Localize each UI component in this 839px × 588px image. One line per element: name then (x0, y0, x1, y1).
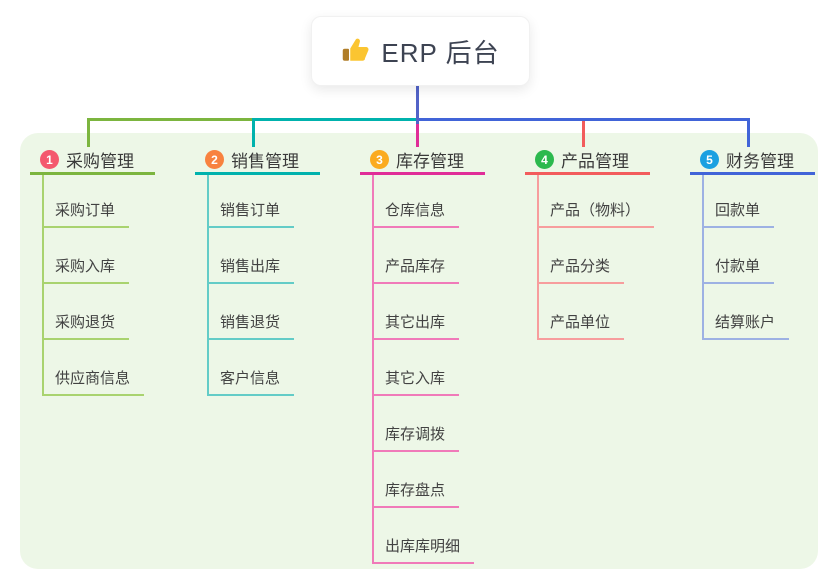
child-topic-row: 库存调拨 (372, 396, 520, 452)
child-topic-row: 客户信息 (207, 340, 355, 396)
connector-line (416, 121, 419, 147)
child-topic-row: 付款单 (702, 228, 839, 284)
branch-number-badge: 2 (205, 150, 224, 169)
branch-title[interactable]: 5 财务管理 (690, 147, 815, 175)
child-topic-row: 产品（物料） (537, 175, 685, 228)
branch-number-badge: 3 (370, 150, 389, 169)
child-topic-row: 库存盘点 (372, 452, 520, 508)
root-node[interactable]: ERP 后台 (311, 16, 530, 86)
connector-line (416, 84, 419, 124)
connector-line (747, 118, 750, 147)
child-topic[interactable]: 销售出库 (207, 255, 295, 284)
child-topic-row: 销售出库 (207, 228, 355, 284)
child-topic-row: 采购订单 (42, 175, 190, 228)
child-topic[interactable]: 结算账户 (702, 311, 790, 340)
child-topic[interactable]: 付款单 (702, 255, 775, 284)
thumbs-up-icon (343, 38, 369, 61)
child-topic-row: 其它出库 (372, 284, 520, 340)
child-topic[interactable]: 产品库存 (372, 255, 460, 284)
child-topic[interactable]: 销售订单 (207, 199, 295, 228)
branch: 1 采购管理 采购订单采购入库采购退货供应商信息 (30, 147, 190, 396)
child-topic-row: 产品分类 (537, 228, 685, 284)
branch-title[interactable]: 4 产品管理 (525, 147, 650, 175)
child-topic-row: 采购退货 (42, 284, 190, 340)
connector-line (252, 118, 419, 121)
branch-label: 采购管理 (66, 152, 134, 171)
child-topic[interactable]: 其它出库 (372, 311, 460, 340)
child-topic[interactable]: 库存调拨 (372, 423, 460, 452)
branch-spine-line (207, 175, 209, 396)
child-topic[interactable]: 采购退货 (42, 311, 130, 340)
child-topic-row: 其它入库 (372, 340, 520, 396)
connector-line (252, 118, 255, 147)
child-topic-row: 销售订单 (207, 175, 355, 228)
branch-children: 销售订单销售出库销售退货客户信息 (207, 175, 355, 396)
child-topic[interactable]: 采购入库 (42, 255, 130, 284)
branch-label: 库存管理 (396, 152, 464, 171)
child-topic[interactable]: 采购订单 (42, 199, 130, 228)
child-topic[interactable]: 产品单位 (537, 311, 625, 340)
branch-label: 产品管理 (561, 152, 629, 171)
child-topic-row: 供应商信息 (42, 340, 190, 396)
branch-number-badge: 4 (535, 150, 554, 169)
child-topic-row: 仓库信息 (372, 175, 520, 228)
branch-number-badge: 5 (700, 150, 719, 169)
branch-spine-line (702, 175, 704, 340)
child-topic-row: 销售退货 (207, 284, 355, 340)
branch-number-badge: 1 (40, 150, 59, 169)
child-topic-row: 产品单位 (537, 284, 685, 340)
branch-children: 仓库信息产品库存其它出库其它入库库存调拨库存盘点出库库明细 (372, 175, 520, 564)
child-topic[interactable]: 库存盘点 (372, 479, 460, 508)
branch: 3 库存管理 仓库信息产品库存其它出库其它入库库存调拨库存盘点出库库明细 (360, 147, 520, 564)
child-topic-row: 结算账户 (702, 284, 839, 340)
branch: 2 销售管理 销售订单销售出库销售退货客户信息 (195, 147, 355, 396)
branch-children: 采购订单采购入库采购退货供应商信息 (42, 175, 190, 396)
child-topic[interactable]: 客户信息 (207, 367, 295, 396)
branches-panel (20, 133, 818, 569)
child-topic[interactable]: 仓库信息 (372, 199, 460, 228)
branch-title[interactable]: 3 库存管理 (360, 147, 485, 175)
child-topic[interactable]: 回款单 (702, 199, 775, 228)
branch-label: 财务管理 (726, 152, 794, 171)
child-topic[interactable]: 其它入库 (372, 367, 460, 396)
child-topic-row: 出库库明细 (372, 508, 520, 564)
branch-children: 回款单付款单结算账户 (702, 175, 839, 340)
connector-line (582, 118, 585, 147)
child-topic[interactable]: 产品（物料） (537, 199, 655, 228)
child-topic[interactable]: 供应商信息 (42, 367, 145, 396)
child-topic-row: 采购入库 (42, 228, 190, 284)
branch: 5 财务管理 回款单付款单结算账户 (690, 147, 839, 340)
connector-line (87, 118, 90, 147)
root-title: ERP 后台 (381, 37, 500, 68)
branch-children: 产品（物料） 产品分类产品单位 (537, 175, 685, 340)
branch-spine-line (42, 175, 44, 396)
branch: 4 产品管理 产品（物料） 产品分类产品单位 (525, 147, 685, 340)
child-topic[interactable]: 销售退货 (207, 311, 295, 340)
branch-spine-line (537, 175, 539, 340)
child-topic[interactable]: 产品分类 (537, 255, 625, 284)
child-topic-row: 回款单 (702, 175, 839, 228)
branch-label: 销售管理 (231, 152, 299, 171)
child-topic-row: 产品库存 (372, 228, 520, 284)
branch-title[interactable]: 1 采购管理 (30, 147, 155, 175)
child-topic[interactable]: 出库库明细 (372, 535, 475, 564)
connector-line (417, 118, 750, 121)
branch-title[interactable]: 2 销售管理 (195, 147, 320, 175)
branch-spine-line (372, 175, 374, 564)
